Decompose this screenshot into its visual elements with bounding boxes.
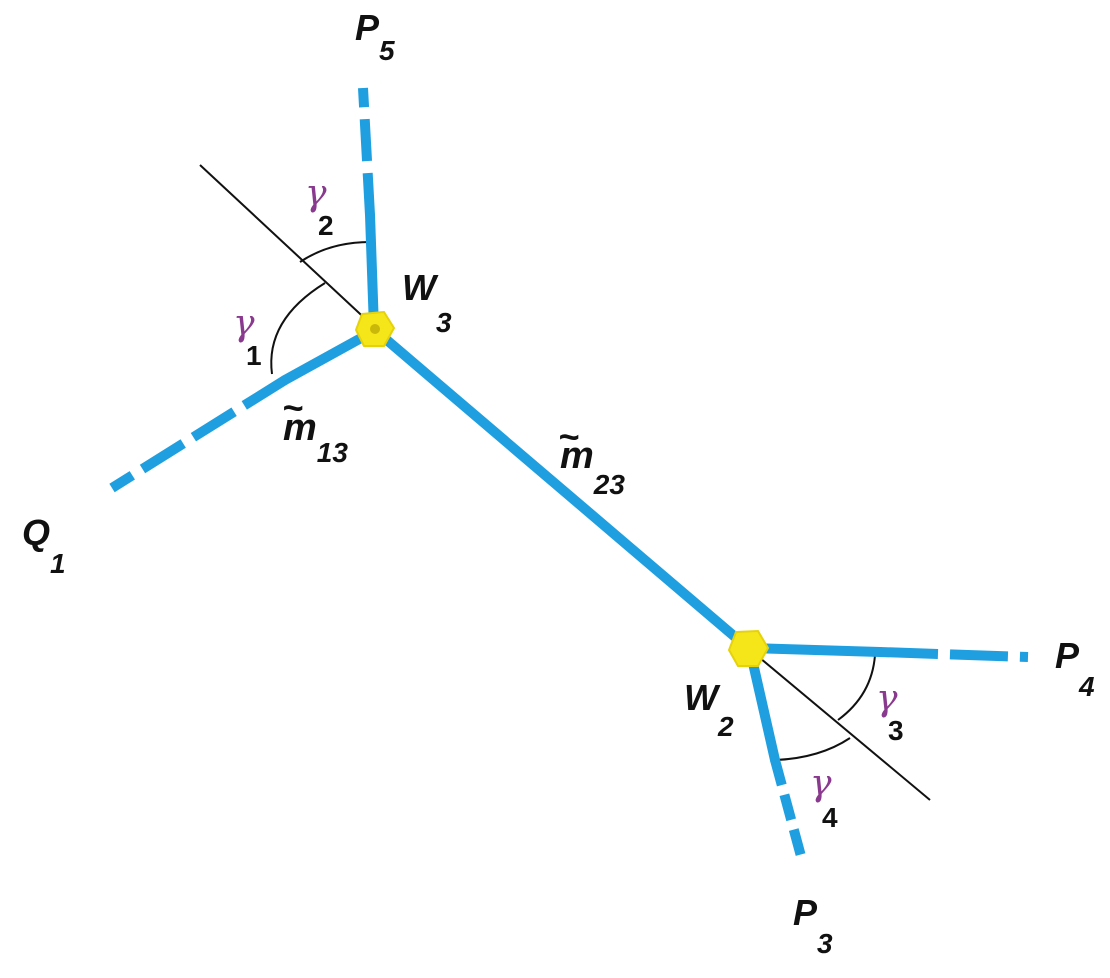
label-w2: W2 xyxy=(684,677,734,742)
label-gamma2-sub: 2 xyxy=(318,210,334,241)
label-p5-sub: 5 xyxy=(379,35,395,66)
edge-w2-p3-solid xyxy=(745,645,780,765)
edge-m23 xyxy=(370,325,753,653)
node-w2 xyxy=(727,629,770,667)
angle-arc-gamma3 xyxy=(837,654,876,721)
label-p5: P5 xyxy=(355,7,395,66)
edge-w3-p5-solid xyxy=(365,210,379,333)
label-p4-base: P xyxy=(1055,635,1080,676)
label-m23-base: m xyxy=(560,435,594,477)
label-m23-accent: ~ xyxy=(558,416,579,457)
label-p5-base: P xyxy=(355,7,380,48)
label-m13-base: m xyxy=(283,407,317,449)
label-p3: P3 xyxy=(793,892,833,959)
label-gamma4-sub: 4 xyxy=(822,802,838,833)
label-m23: m23 xyxy=(560,435,625,500)
label-q1-sub: 1 xyxy=(50,548,66,579)
label-gamma1-sub: 1 xyxy=(246,340,262,371)
label-p3-sub: 3 xyxy=(817,928,833,959)
label-m13-sub: 13 xyxy=(317,437,349,468)
label-p4-sub: 4 xyxy=(1078,671,1095,702)
label-w2-sub: 2 xyxy=(717,711,734,742)
label-m13-accent: ~ xyxy=(282,387,303,428)
edge-w2-p4-solid xyxy=(745,643,885,657)
label-gamma2-symbol: γ xyxy=(305,173,327,214)
edge-w3-p5-dashed xyxy=(358,87,375,216)
label-w2-base: W xyxy=(684,677,721,718)
label-m13: m13 xyxy=(283,407,348,468)
angle-arc-gamma2 xyxy=(299,241,371,263)
edge-w2-p4-dashed xyxy=(879,647,1029,662)
label-gamma1-symbol: γ xyxy=(233,303,255,344)
label-w3-sub: 3 xyxy=(436,307,452,338)
angle-arc-gamma1 xyxy=(270,282,326,375)
label-q1: Q1 xyxy=(22,512,66,579)
edge-w3-q1-solid xyxy=(280,327,377,385)
label-m23-sub: 23 xyxy=(593,469,626,500)
label-gamma4-symbol: γ xyxy=(810,763,832,804)
edge-w3-q1-dashed xyxy=(109,375,288,493)
label-w3: W3 xyxy=(402,267,452,338)
bisector-line-w3 xyxy=(199,164,373,326)
label-q1-base: Q xyxy=(22,512,50,553)
node-w3-center xyxy=(370,324,380,334)
label-gamma3-symbol: γ xyxy=(876,678,898,719)
bisector-line-w2 xyxy=(747,647,931,801)
label-p4: P4 xyxy=(1055,635,1095,702)
label-gamma3-sub: 3 xyxy=(888,715,904,746)
label-p3-base: P xyxy=(793,892,818,933)
label-w3-base: W xyxy=(402,267,439,308)
angle-arc-gamma4 xyxy=(775,737,851,761)
edge-w2-p3-dashed xyxy=(770,758,807,862)
